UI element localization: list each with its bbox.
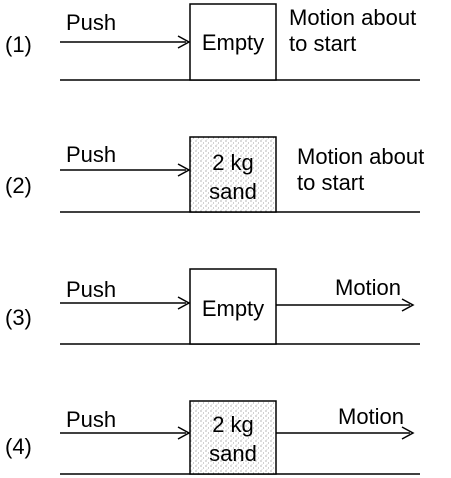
motion-arrow-head bbox=[401, 298, 415, 312]
panel-number: (2) bbox=[5, 173, 32, 198]
empty-box bbox=[189, 3, 277, 81]
motion-note-line-1: Motion about bbox=[297, 144, 424, 169]
box-label-line-2: sand bbox=[209, 179, 257, 204]
push-label: Push bbox=[66, 407, 116, 432]
panel-3: (3) Push Empty Motion bbox=[5, 268, 420, 345]
box-label-line-1: 2 kg bbox=[212, 412, 254, 437]
panel-number: (1) bbox=[5, 32, 32, 57]
panel-4: (4) Push 2 kg sand Motion bbox=[5, 400, 420, 475]
panel-number: (3) bbox=[5, 305, 32, 330]
push-label: Push bbox=[66, 142, 116, 167]
push-arrow-head bbox=[177, 296, 191, 310]
box-label: Empty bbox=[202, 296, 264, 321]
push-arrow-head bbox=[177, 163, 191, 177]
motion-arrow-head bbox=[401, 426, 415, 440]
box-label-line-1: 2 kg bbox=[212, 150, 254, 175]
motion-note-line-2: to start bbox=[289, 31, 356, 56]
box-label: Empty bbox=[202, 30, 264, 55]
panel-2: (2) Push 2 kg sand Motion about to start bbox=[5, 136, 424, 213]
motion-note-line-1: Motion about bbox=[289, 5, 416, 30]
panel-number: (4) bbox=[5, 434, 32, 459]
push-label: Push bbox=[66, 10, 116, 35]
empty-box bbox=[189, 268, 277, 345]
box-label-line-2: sand bbox=[209, 441, 257, 466]
motion-label: Motion bbox=[335, 275, 401, 300]
push-arrow-head bbox=[177, 426, 191, 440]
motion-label: Motion bbox=[338, 404, 404, 429]
motion-note-line-2: to start bbox=[297, 170, 364, 195]
sand-box bbox=[189, 136, 277, 213]
push-label: Push bbox=[66, 277, 116, 302]
push-arrow-head bbox=[177, 35, 191, 49]
sand-box bbox=[189, 400, 277, 475]
panel-1: (1) Push Empty Motion about to start bbox=[5, 3, 420, 81]
